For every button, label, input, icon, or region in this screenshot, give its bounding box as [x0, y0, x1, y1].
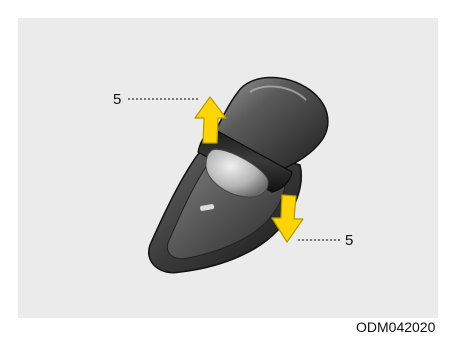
callout-number-bottom: 5: [345, 233, 353, 248]
callout-number-top: 5: [113, 92, 121, 107]
image-code-label: ODM042020: [356, 320, 435, 334]
